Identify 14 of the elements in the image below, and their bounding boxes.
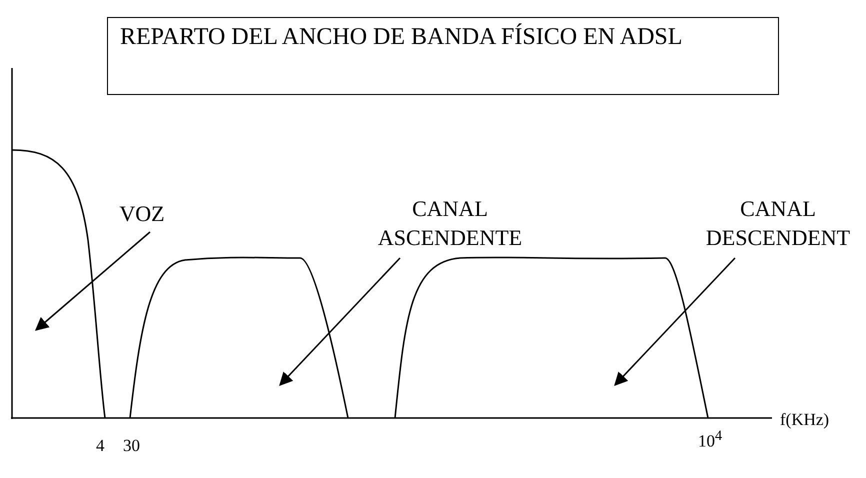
spectrum-band-curve [12, 149, 106, 418]
spectrum-band-curve [394, 256, 709, 418]
tick-label: 30 [123, 436, 140, 456]
tick-label: 10$^{4}$ [698, 428, 722, 452]
axis-label: f(KHz) [780, 410, 830, 430]
leader-arrow [279, 257, 401, 386]
spectrum-band-curve [129, 256, 349, 418]
band-label: CANAL DESCENDENT [690, 195, 866, 252]
tick-label: 4 [96, 436, 104, 456]
band-label: CANAL ASCENDENTE [370, 195, 530, 252]
title-box: REPARTO DEL ANCHO DE BANDA FÍSICO EN ADSL [107, 17, 779, 95]
leader-arrow [614, 257, 736, 386]
band-label: VOZ [107, 200, 177, 229]
leader-arrow [34, 231, 150, 331]
